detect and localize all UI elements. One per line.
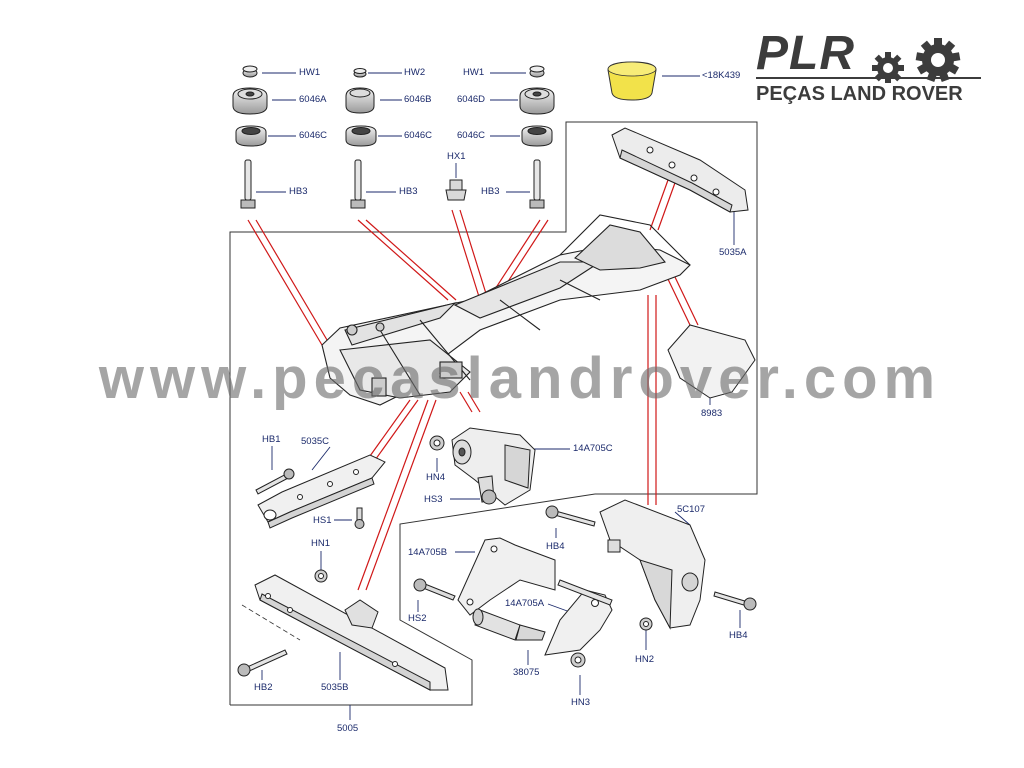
label-hb4-2: HB4 [729, 630, 748, 641]
label-hx1: HX1 [447, 151, 466, 162]
screw-hs1 [354, 507, 365, 529]
cap-18k439 [607, 61, 657, 101]
hidden-line [241, 604, 301, 641]
bracket-14a705c [451, 427, 536, 506]
label-hn4: HN4 [426, 472, 446, 483]
bracket-5c107 [599, 499, 706, 630]
callout-lines [256, 72, 741, 720]
bolt-hb4-left [545, 505, 596, 527]
nut-hn1 [314, 569, 328, 583]
chassis-frame [321, 214, 691, 406]
body-mount-parts [232, 65, 555, 147]
label-5005: 5005 [337, 723, 359, 734]
label-hs2: HS2 [408, 613, 427, 624]
logo-subtitle: PEÇAS LAND ROVER [756, 83, 963, 105]
label-hb4-1: HB4 [546, 541, 565, 552]
label-hs3: HS3 [424, 494, 443, 505]
label-5035a: 5035A [719, 247, 747, 258]
label-hb3-3: HB3 [481, 186, 500, 197]
label-hs1: HS1 [313, 515, 332, 526]
label-hb3-2: HB3 [399, 186, 418, 197]
label-6046c-2: 6046C [404, 130, 432, 141]
label-hw1-right: HW1 [463, 67, 485, 78]
label-18k439: <18K439 [702, 70, 741, 81]
logo-wordmark: PLR [756, 27, 855, 80]
bolts-hb3 [240, 159, 545, 209]
bolt-hb4-right [713, 591, 757, 611]
label-hn1: HN1 [311, 538, 331, 549]
label-6046d: 6046D [457, 94, 485, 105]
label-hb1: HB1 [262, 434, 281, 445]
bracket-14a705b [457, 537, 556, 616]
label-5c107: 5C107 [677, 504, 705, 515]
bolt-hb1 [255, 468, 295, 495]
label-6046a: 6046A [299, 94, 327, 105]
label-hn2: HN2 [635, 654, 655, 665]
label-5035b: 5035B [321, 682, 349, 693]
label-14a705a: 14A705A [505, 598, 545, 609]
label-hw2: HW2 [404, 67, 426, 78]
crossmember-5035a [611, 127, 749, 213]
nut-hn2 [639, 617, 653, 631]
label-8983: 8983 [701, 408, 723, 419]
brand-logo: PLR [748, 26, 988, 111]
label-hw1-left: HW1 [299, 67, 321, 78]
label-14a705b: 14A705B [408, 547, 448, 558]
label-hb3-1: HB3 [289, 186, 308, 197]
gear-icon [872, 52, 904, 83]
label-hb2: HB2 [254, 682, 273, 693]
label-5035c: 5035C [301, 436, 329, 447]
label-hn3: HN3 [571, 697, 591, 708]
gear-icon [915, 38, 961, 83]
clip-hx1 [445, 179, 467, 201]
damper-38075 [472, 608, 546, 641]
crossmember-5035c [257, 454, 386, 529]
crossmember-5035b [254, 574, 449, 691]
label-6046c-1: 6046C [299, 130, 327, 141]
nut-hn3 [570, 652, 586, 668]
screw-hs3 [477, 475, 497, 505]
bolt-hb2 [237, 649, 288, 677]
logo-rule [756, 77, 981, 79]
bolt-through [557, 579, 613, 606]
leader-lines [247, 179, 699, 591]
nut-hn4 [429, 435, 445, 451]
heat-shield-8983 [667, 324, 756, 399]
assembly-frame-lines [229, 121, 758, 706]
label-6046c-3: 6046C [457, 130, 485, 141]
label-6046b: 6046B [404, 94, 432, 105]
screw-hs2 [413, 578, 456, 601]
label-38075: 38075 [513, 667, 540, 678]
label-14a705c: 14A705C [573, 443, 613, 454]
